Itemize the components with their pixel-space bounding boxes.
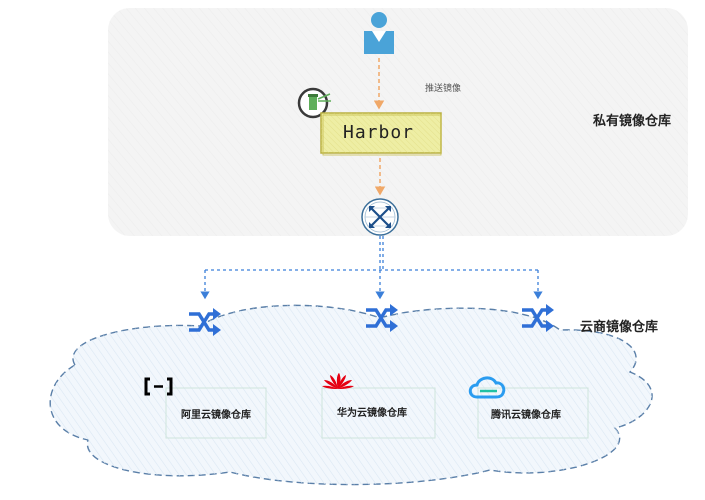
aliyun-box — [165, 387, 267, 439]
aliyun-icon — [144, 377, 173, 396]
huawei-box — [321, 387, 436, 439]
distribution-lines — [200, 236, 543, 300]
huawei-icon — [322, 373, 354, 389]
harbor-logo-icon — [297, 87, 331, 119]
network-switch-icon — [361, 198, 399, 236]
shuffle-icon — [366, 304, 398, 332]
harbor-box — [320, 112, 442, 156]
cloud-registry-label: 云商镜像仓库 — [580, 320, 659, 335]
tencent-cloud-icon — [468, 376, 506, 399]
harbor-label: Harbor — [343, 122, 415, 143]
vendor-label-tencent: 腾讯云镜像仓库 — [491, 410, 561, 421]
shuffle-icon — [189, 308, 221, 336]
user-icon — [364, 12, 394, 54]
vendor-label-aliyun: 阿里云镜像仓库 — [181, 410, 251, 421]
push-image-label: 推送镜像 — [425, 84, 462, 94]
vendor-label-huawei: 华为云镜像仓库 — [337, 408, 407, 419]
cloud-zone — [49, 304, 653, 486]
tencent-box — [477, 387, 589, 439]
shuffle-icon — [522, 304, 554, 332]
private-registry-label: 私有镜像仓库 — [593, 114, 672, 129]
